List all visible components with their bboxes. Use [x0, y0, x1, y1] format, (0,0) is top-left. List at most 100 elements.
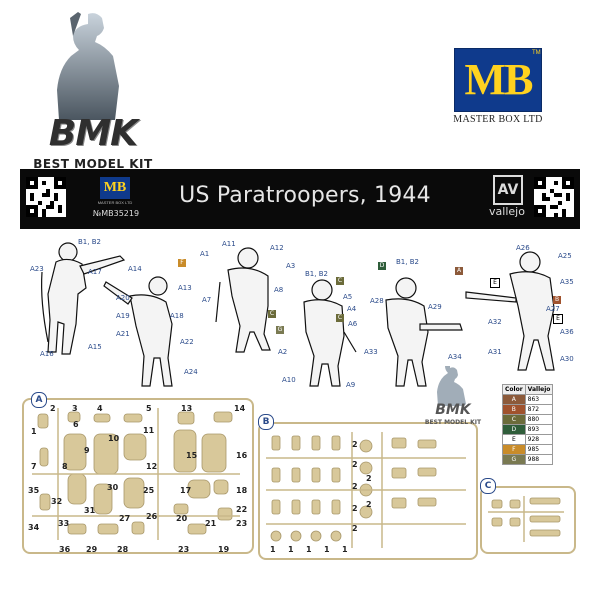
- sprue-part-number: 23: [236, 519, 248, 528]
- sprue-b: [258, 422, 478, 560]
- sprue-part-number: 36: [59, 545, 71, 554]
- color-tag: B: [553, 296, 561, 304]
- color-tag: C: [336, 314, 344, 322]
- bmk-watermark-subtitle: BEST MODEL KIT: [424, 419, 482, 426]
- qr-code-left-icon: [26, 177, 66, 217]
- figure-label: A18: [170, 312, 184, 320]
- sprue-part-number: 22: [236, 505, 248, 514]
- color-tag: F: [178, 259, 186, 267]
- color-tag: E: [553, 314, 563, 324]
- vallejo-label: vallejo: [489, 205, 525, 218]
- sprue-part-number: 25: [143, 486, 155, 495]
- sprue-part-number: 2: [352, 504, 358, 513]
- sprue-part-number: 19: [218, 545, 230, 554]
- sprue-part-number: 14: [234, 404, 246, 413]
- figures-illustration: [41, 242, 555, 387]
- color-tag: D: [378, 262, 386, 270]
- figure-label: A3: [286, 262, 296, 270]
- sprue-part-number: 2: [352, 460, 358, 469]
- sprue-part-number: 27: [119, 514, 131, 523]
- sprue-part-number: 16: [236, 451, 248, 460]
- sprue-part-number: 1: [31, 427, 37, 436]
- figure-label: A17: [88, 268, 102, 276]
- sprue-part-number: 2: [366, 474, 372, 483]
- vallejo-code: 880: [524, 414, 554, 425]
- sprue-part-number: 7: [31, 462, 37, 471]
- sprue-part-number: 15: [186, 451, 198, 460]
- figure-4: [303, 279, 357, 387]
- figure-label: A2: [278, 348, 288, 356]
- sprue-part-number: 2: [366, 500, 372, 509]
- figure-label: A22: [180, 338, 194, 346]
- figure-label: A34: [448, 353, 462, 361]
- figure-label: A16: [40, 350, 54, 358]
- qr-code-right-icon: [534, 177, 574, 217]
- vallejo-code: 872: [524, 404, 554, 415]
- sprue-part-number: 3: [72, 404, 78, 413]
- sprue-part-number: 13: [181, 404, 193, 413]
- vallejo-code: 988: [524, 454, 554, 465]
- sprue-a-letter: A: [31, 392, 47, 408]
- color-tag: G: [276, 326, 284, 334]
- vallejo-code: 928: [524, 434, 554, 445]
- figure-label: A9: [346, 381, 356, 389]
- figure-label: A35: [560, 278, 574, 286]
- sprue-part-number: 4: [97, 404, 103, 413]
- soldier-watermark-icon: [437, 366, 466, 406]
- figure-label: A8: [274, 286, 284, 294]
- master-box-name: MASTER BOX LTD: [453, 114, 543, 125]
- header-band: MB MASTER BOX LTD №MB35219 US Paratroope…: [20, 169, 580, 229]
- av-logo: AV: [493, 175, 523, 205]
- figure-label: A29: [428, 303, 442, 311]
- sprue-part-number: 11: [143, 426, 155, 435]
- figure-label: A11: [222, 240, 236, 248]
- bmk-letters: BMK: [48, 113, 138, 154]
- sprue-part-number: 5: [146, 404, 152, 413]
- figure-label: A36: [560, 328, 574, 336]
- figure-label: A4: [347, 305, 357, 313]
- figure-6: [465, 251, 555, 371]
- figure-2: [103, 276, 173, 387]
- sprue-a-parts: [32, 408, 240, 540]
- color-tag: A: [455, 267, 463, 275]
- sprue-part-number: 1: [342, 545, 348, 554]
- color-swatch: F: [502, 444, 526, 455]
- figure-label: A1: [200, 250, 210, 258]
- figure-label: B1, B2: [396, 258, 419, 266]
- sprue-part-number: 1: [324, 545, 330, 554]
- color-swatch: B: [502, 404, 526, 415]
- figure-label: A13: [178, 284, 192, 292]
- sprue-part-number: 10: [108, 434, 120, 443]
- figure-label: A19: [116, 312, 130, 320]
- sprue-part-number: 23: [178, 545, 190, 554]
- bmk-logo: BMK BEST MODEL KIT: [28, 10, 158, 171]
- color-tag: E: [490, 278, 500, 288]
- mb-mark: MB: [454, 48, 542, 112]
- sprue-part-number: 34: [28, 523, 40, 532]
- figure-label: A14: [128, 265, 142, 273]
- soldier-silhouette-icon: [57, 12, 119, 120]
- sprue-part-number: 32: [51, 497, 63, 506]
- sprue-c-parts: [488, 496, 564, 542]
- figure-label: A26: [516, 244, 530, 252]
- sprue-part-number: 2: [50, 404, 56, 413]
- vallejo-code: 893: [524, 424, 554, 435]
- color-tag: C: [268, 310, 276, 318]
- color-swatch: G: [502, 454, 526, 465]
- mb-small-subtitle: MASTER BOX LTD: [97, 200, 133, 205]
- sprue-a: [22, 398, 254, 554]
- sprue-c: [480, 486, 576, 554]
- color-swatch: D: [502, 424, 526, 435]
- figure-label: A20: [116, 294, 130, 302]
- sprue-part-number: 21: [205, 519, 217, 528]
- figure-label: A27: [546, 305, 560, 313]
- figure-label: A6: [348, 320, 358, 328]
- sprue-b-letter: B: [258, 414, 274, 430]
- bmk-subtitle: BEST MODEL KIT: [33, 157, 153, 171]
